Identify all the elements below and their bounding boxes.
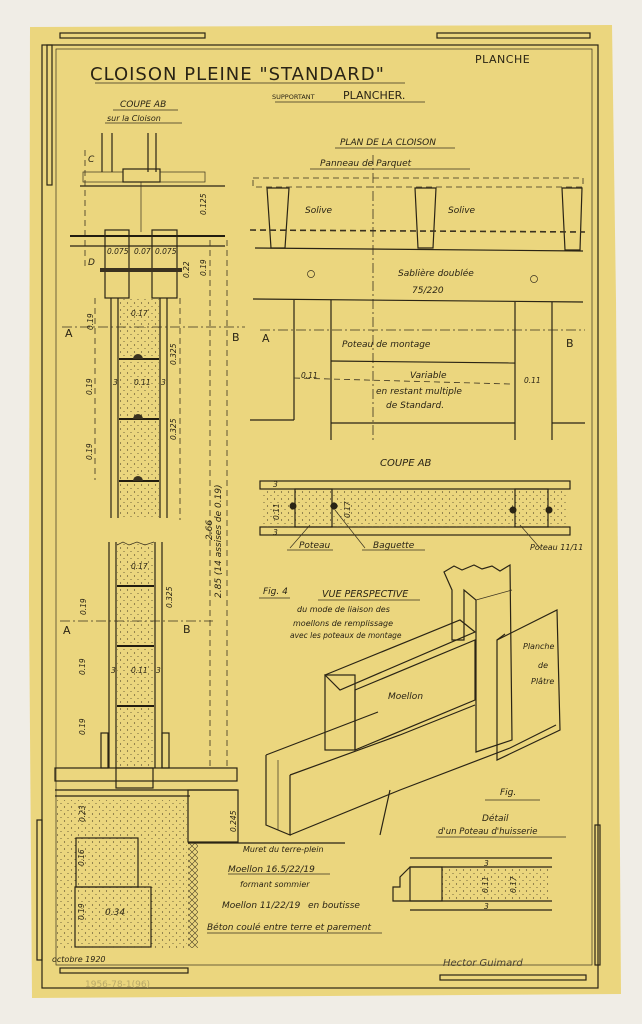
coupe-poteau: Poteau: [299, 541, 331, 551]
note-beton: Béton coulé entre terre et parement: [207, 922, 372, 933]
plan-variable: Variable: [410, 371, 447, 381]
section-title: COUPE AB: [120, 100, 166, 110]
perspective-view: [265, 563, 561, 836]
perspective-platre: Plâtre: [531, 677, 554, 686]
subtitle-small: SUPPORTANT: [272, 93, 315, 101]
plan-solive-left: Solive: [305, 206, 333, 216]
lower-dim-016: 0.16: [77, 849, 86, 866]
note-moellon-sommier: Moellon 16.5/22/19: [228, 865, 315, 875]
drawing-date: octobre 1920: [52, 955, 106, 964]
note-muret: Muret du terre-plein: [243, 845, 324, 854]
coupe-dim-3-bottom: 3: [273, 528, 278, 537]
signature: Hector Guimard: [443, 958, 523, 969]
dim-019-top: 0.19: [199, 259, 208, 276]
dim-019-b: 0.19: [85, 378, 94, 395]
section-subtitle: sur la Cloison: [107, 114, 161, 123]
detail-fig: Fig.: [500, 788, 516, 798]
plan-sabliere-dim: 75/220: [412, 286, 444, 296]
perspective-de: de: [538, 661, 548, 670]
lower-dim-3-left: 3: [111, 666, 116, 675]
detail-dim-3-bottom: 3: [484, 902, 489, 911]
plan-dim-left: 0.11: [301, 371, 318, 380]
plan-label-a: A: [262, 332, 270, 345]
dim-285: 2.85 (14 assises de 0.19): [214, 484, 224, 598]
detail-dim-017: 0.17: [509, 876, 518, 893]
planche-label: PLANCHE: [475, 53, 530, 66]
detail-title: Détail: [482, 813, 509, 824]
lower-dim-023: 0.23: [78, 805, 87, 822]
accession-stamp: 1956-78-1(96): [85, 980, 150, 990]
dim-007: 0.07: [134, 247, 151, 256]
label-d: D: [88, 258, 95, 268]
detail-subtitle: d'un Poteau d'huisserie: [438, 827, 537, 837]
lower-dim-019-b: 0.19: [78, 658, 87, 675]
coupe-poteau-11: Poteau 11/11: [530, 543, 583, 552]
coupe-baguette: Baguette: [373, 541, 415, 551]
plan-solive-right: Solive: [448, 206, 476, 216]
horizontal-section: [259, 480, 571, 549]
label-a-lower: A: [63, 624, 71, 637]
dim-019-a: 0.19: [86, 313, 95, 330]
dim-0075-left: 0.075: [107, 247, 129, 256]
label-c: C: [88, 155, 95, 165]
lower-dim-0325: 0.325: [165, 586, 174, 608]
coupe-ab-title: COUPE AB: [380, 458, 432, 469]
plan-label-b: B: [566, 337, 574, 350]
plan-panneau: Panneau de Parquet: [320, 159, 412, 169]
plan-sabliere: Sablière doublée: [398, 268, 474, 279]
dim-019-c: 0.19: [85, 443, 94, 460]
wall-section-upper: [62, 133, 245, 770]
coupe-dim-3-top: 3: [273, 480, 278, 489]
plan-title: PLAN DE LA CLOISON: [340, 138, 436, 148]
dim-017: 0.17: [131, 309, 148, 318]
perspective-moellon: Moellon: [388, 692, 423, 702]
label-b-upper: B: [232, 331, 240, 344]
label-b-lower: B: [183, 623, 191, 636]
note-formant-sommier: formant sommier: [240, 880, 310, 889]
dim-0325-b: 0.325: [169, 418, 178, 440]
wall-section-lower: [54, 541, 345, 950]
dim-266: 2.66: [205, 520, 215, 540]
plan-variable-2: en restant multiple: [376, 387, 462, 397]
sheet-title: CLOISON PLEINE "STANDARD": [90, 64, 385, 85]
lower-dim-019-d: 0.19: [77, 903, 86, 920]
dim-0075-right: 0.075: [155, 247, 177, 256]
dim-0125: 0.125: [199, 193, 208, 215]
perspective-line-1: du mode de liaison des: [297, 605, 390, 614]
coupe-dim-017: 0.17: [343, 501, 352, 518]
note-en-boutisse: en boutisse: [308, 901, 360, 911]
lower-dim-019-a: 0.19: [79, 598, 88, 615]
detail-dim-3-top: 3: [484, 859, 489, 868]
dim-011: 0.11: [134, 378, 151, 387]
note-moellon-boutisse: Moellon 11/22/19: [222, 901, 301, 911]
dim-022: 0.22: [182, 261, 191, 278]
lower-dim-034: 0.34: [105, 908, 125, 918]
lower-dim-019-c: 0.19: [78, 718, 87, 735]
label-a-upper: A: [65, 327, 73, 340]
plan-dim-right: 0.11: [524, 376, 541, 385]
lower-dim-017: 0.17: [131, 562, 148, 571]
dim-3-left: 3: [113, 378, 118, 387]
perspective-title: VUE PERSPECTIVE: [322, 589, 408, 600]
lower-dim-3-right: 3: [156, 666, 161, 675]
detail-dim-011: 0.11: [481, 876, 490, 893]
perspective-fig: Fig. 4: [263, 587, 288, 597]
perspective-line-3: avec les poteaux de montage: [290, 631, 402, 640]
perspective-line-2: moellons de remplissage: [293, 619, 393, 628]
coupe-dim-011: 0.11: [272, 503, 281, 520]
detail-section: [392, 857, 552, 911]
drawing-frame: [36, 32, 601, 989]
perspective-planche: Planche: [523, 642, 554, 651]
plan-variable-3: de Standard.: [386, 401, 444, 411]
floor-plan: [249, 155, 586, 440]
dim-3-right: 3: [161, 378, 166, 387]
plan-poteau: Poteau de montage: [342, 340, 431, 350]
dim-0325-a: 0.325: [169, 343, 178, 365]
sheet-subtitle: PLANCHER.: [343, 89, 405, 102]
lower-dim-011: 0.11: [131, 666, 148, 675]
lower-dim-0245: 0.245: [229, 810, 238, 832]
